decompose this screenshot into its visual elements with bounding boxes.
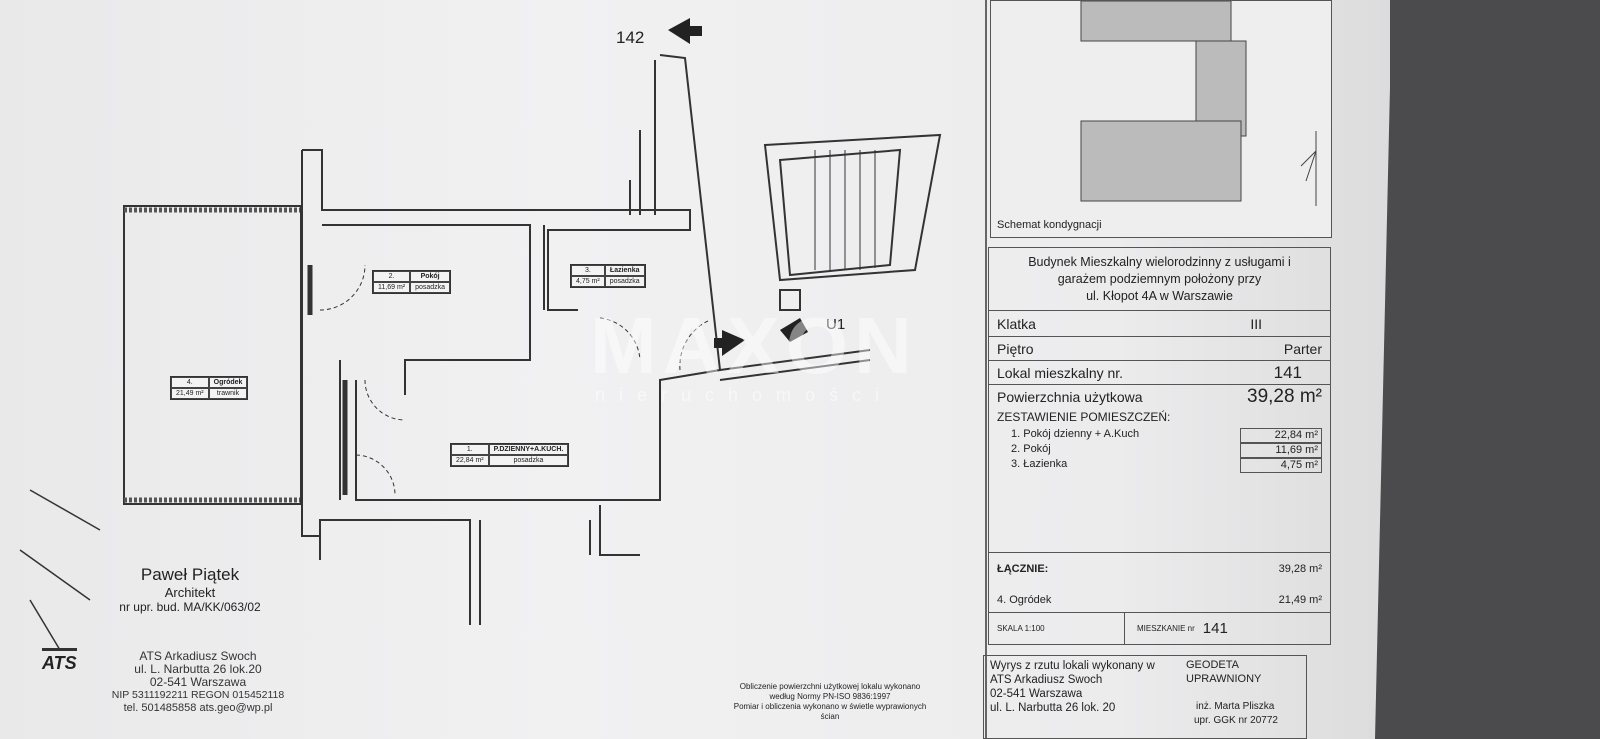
measurement-note: Obliczenie powierzchni użytkowej lokalu … — [733, 682, 927, 721]
watermark-sub: nieruchomości — [595, 385, 894, 405]
architect-stamp: Paweł Piątek Architekt nr upr. bud. MA/K… — [119, 565, 261, 614]
unit-info-table: Budynek Mieszkalny wielorodzinny z usług… — [988, 247, 1331, 645]
common-area-label: U1 — [826, 316, 846, 333]
garden-outline — [123, 205, 302, 505]
watermark: MAXON — [590, 301, 918, 390]
entrance-arrow-142 — [668, 18, 702, 44]
rooms-list: ZESTAWIENIE POMIESZCZEŃ: 1. Pokój dzienn… — [989, 408, 1330, 473]
floor-schema: Schemat kondygnacji — [990, 0, 1332, 238]
ats-logo: ATS — [42, 648, 77, 674]
floor-plan-drawing — [19, 18, 942, 651]
neighbor-unit-label: 142 — [616, 28, 645, 47]
